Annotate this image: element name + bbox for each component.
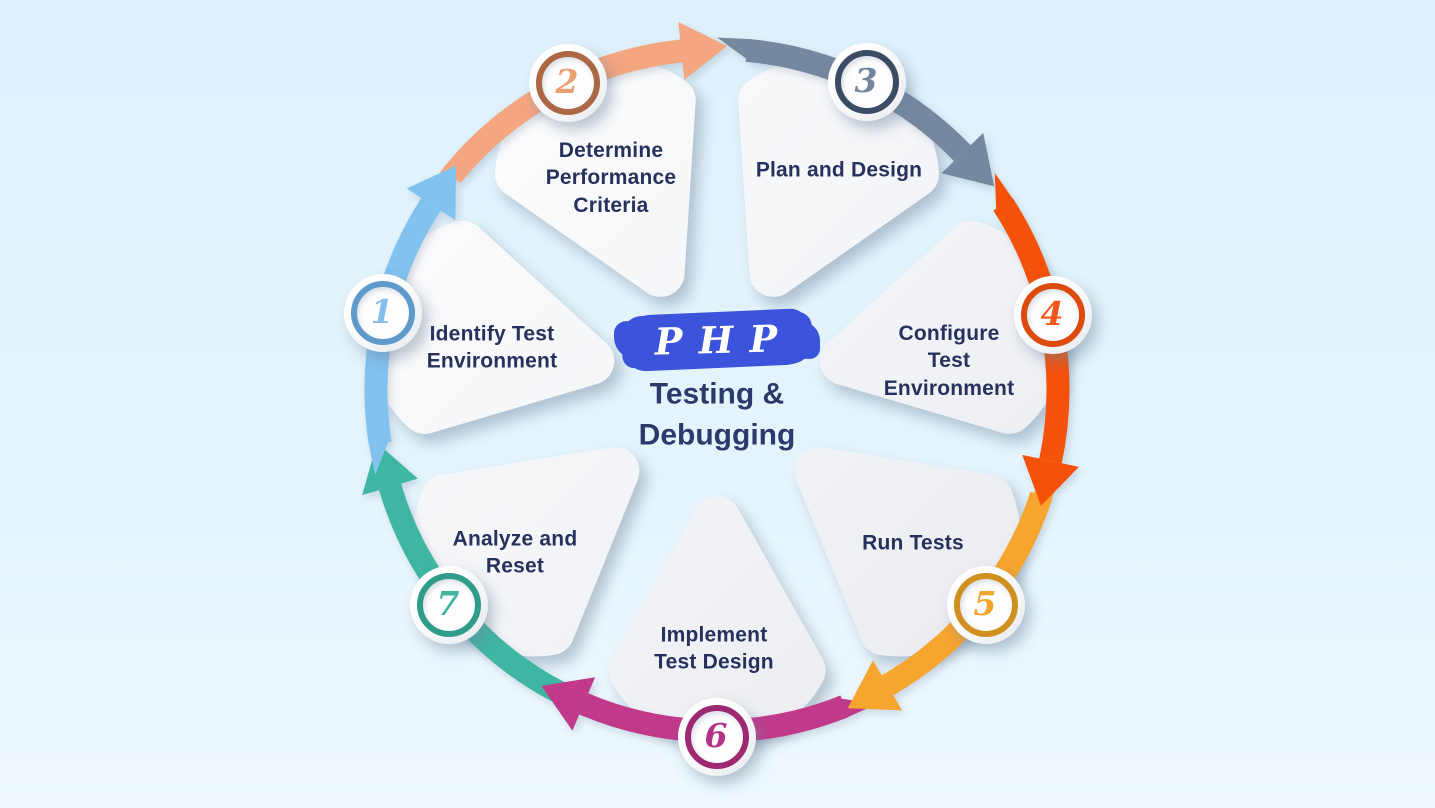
step-badge-6: 6	[678, 698, 756, 776]
arrow-tail-4	[994, 173, 1016, 216]
step-number: 7	[436, 583, 460, 623]
step-badge-7: 7	[410, 566, 488, 644]
step-number: 4	[1040, 293, 1064, 333]
step-label-1: Identify Test Environment	[426, 322, 558, 373]
step-badge-5: 5	[947, 566, 1025, 644]
step-badge-3: 3	[828, 43, 906, 121]
arrow-head-6	[541, 677, 596, 731]
step-label-5: Run Tests	[862, 531, 964, 555]
step-label-4: Configure Test Environment	[883, 322, 1015, 400]
badge-ring: 5	[954, 573, 1018, 637]
brand-text: PHP	[654, 316, 794, 364]
badge-ring: 1	[351, 281, 415, 345]
badge-ring: 7	[417, 573, 481, 637]
step-number: 5	[973, 583, 997, 623]
badge-ring: 3	[835, 50, 899, 114]
step-badge-1: 1	[344, 274, 422, 352]
step-label-6: Implement Test Design	[654, 623, 774, 674]
arrow-tail-1	[367, 435, 391, 476]
step-badge-4: 4	[1014, 276, 1092, 354]
arrow-tail-6	[835, 697, 877, 720]
petal-6	[608, 496, 826, 744]
step-label-3: Plan and Design	[755, 158, 923, 182]
php-brush: PHP	[621, 311, 813, 369]
arrow-head-2	[678, 22, 728, 80]
step-label-2: Determine Performance Criteria	[545, 139, 677, 217]
arrow-head-7	[362, 442, 418, 496]
arrow-head-5	[847, 660, 902, 711]
diagram-title: Testing & Debugging	[638, 377, 796, 452]
step-number: 6	[704, 715, 728, 755]
arrow-tail-3	[717, 37, 754, 63]
arrow-tail-2	[424, 163, 465, 193]
step-number: 3	[854, 60, 878, 100]
arrow-tail-7	[579, 693, 614, 728]
arrow-step-7	[362, 442, 614, 728]
badge-ring: 2	[536, 51, 600, 115]
arrow-tail-5	[1028, 469, 1061, 505]
step-number: 2	[555, 61, 579, 101]
step-label-7: Analyze and Reset	[452, 527, 578, 578]
badge-ring: 6	[685, 705, 749, 769]
arrow-head-4	[1022, 454, 1079, 506]
arrow-head-1	[406, 165, 457, 221]
step-badge-2: 2	[529, 44, 607, 122]
step-number: 1	[370, 291, 394, 331]
badge-ring: 4	[1021, 283, 1085, 347]
